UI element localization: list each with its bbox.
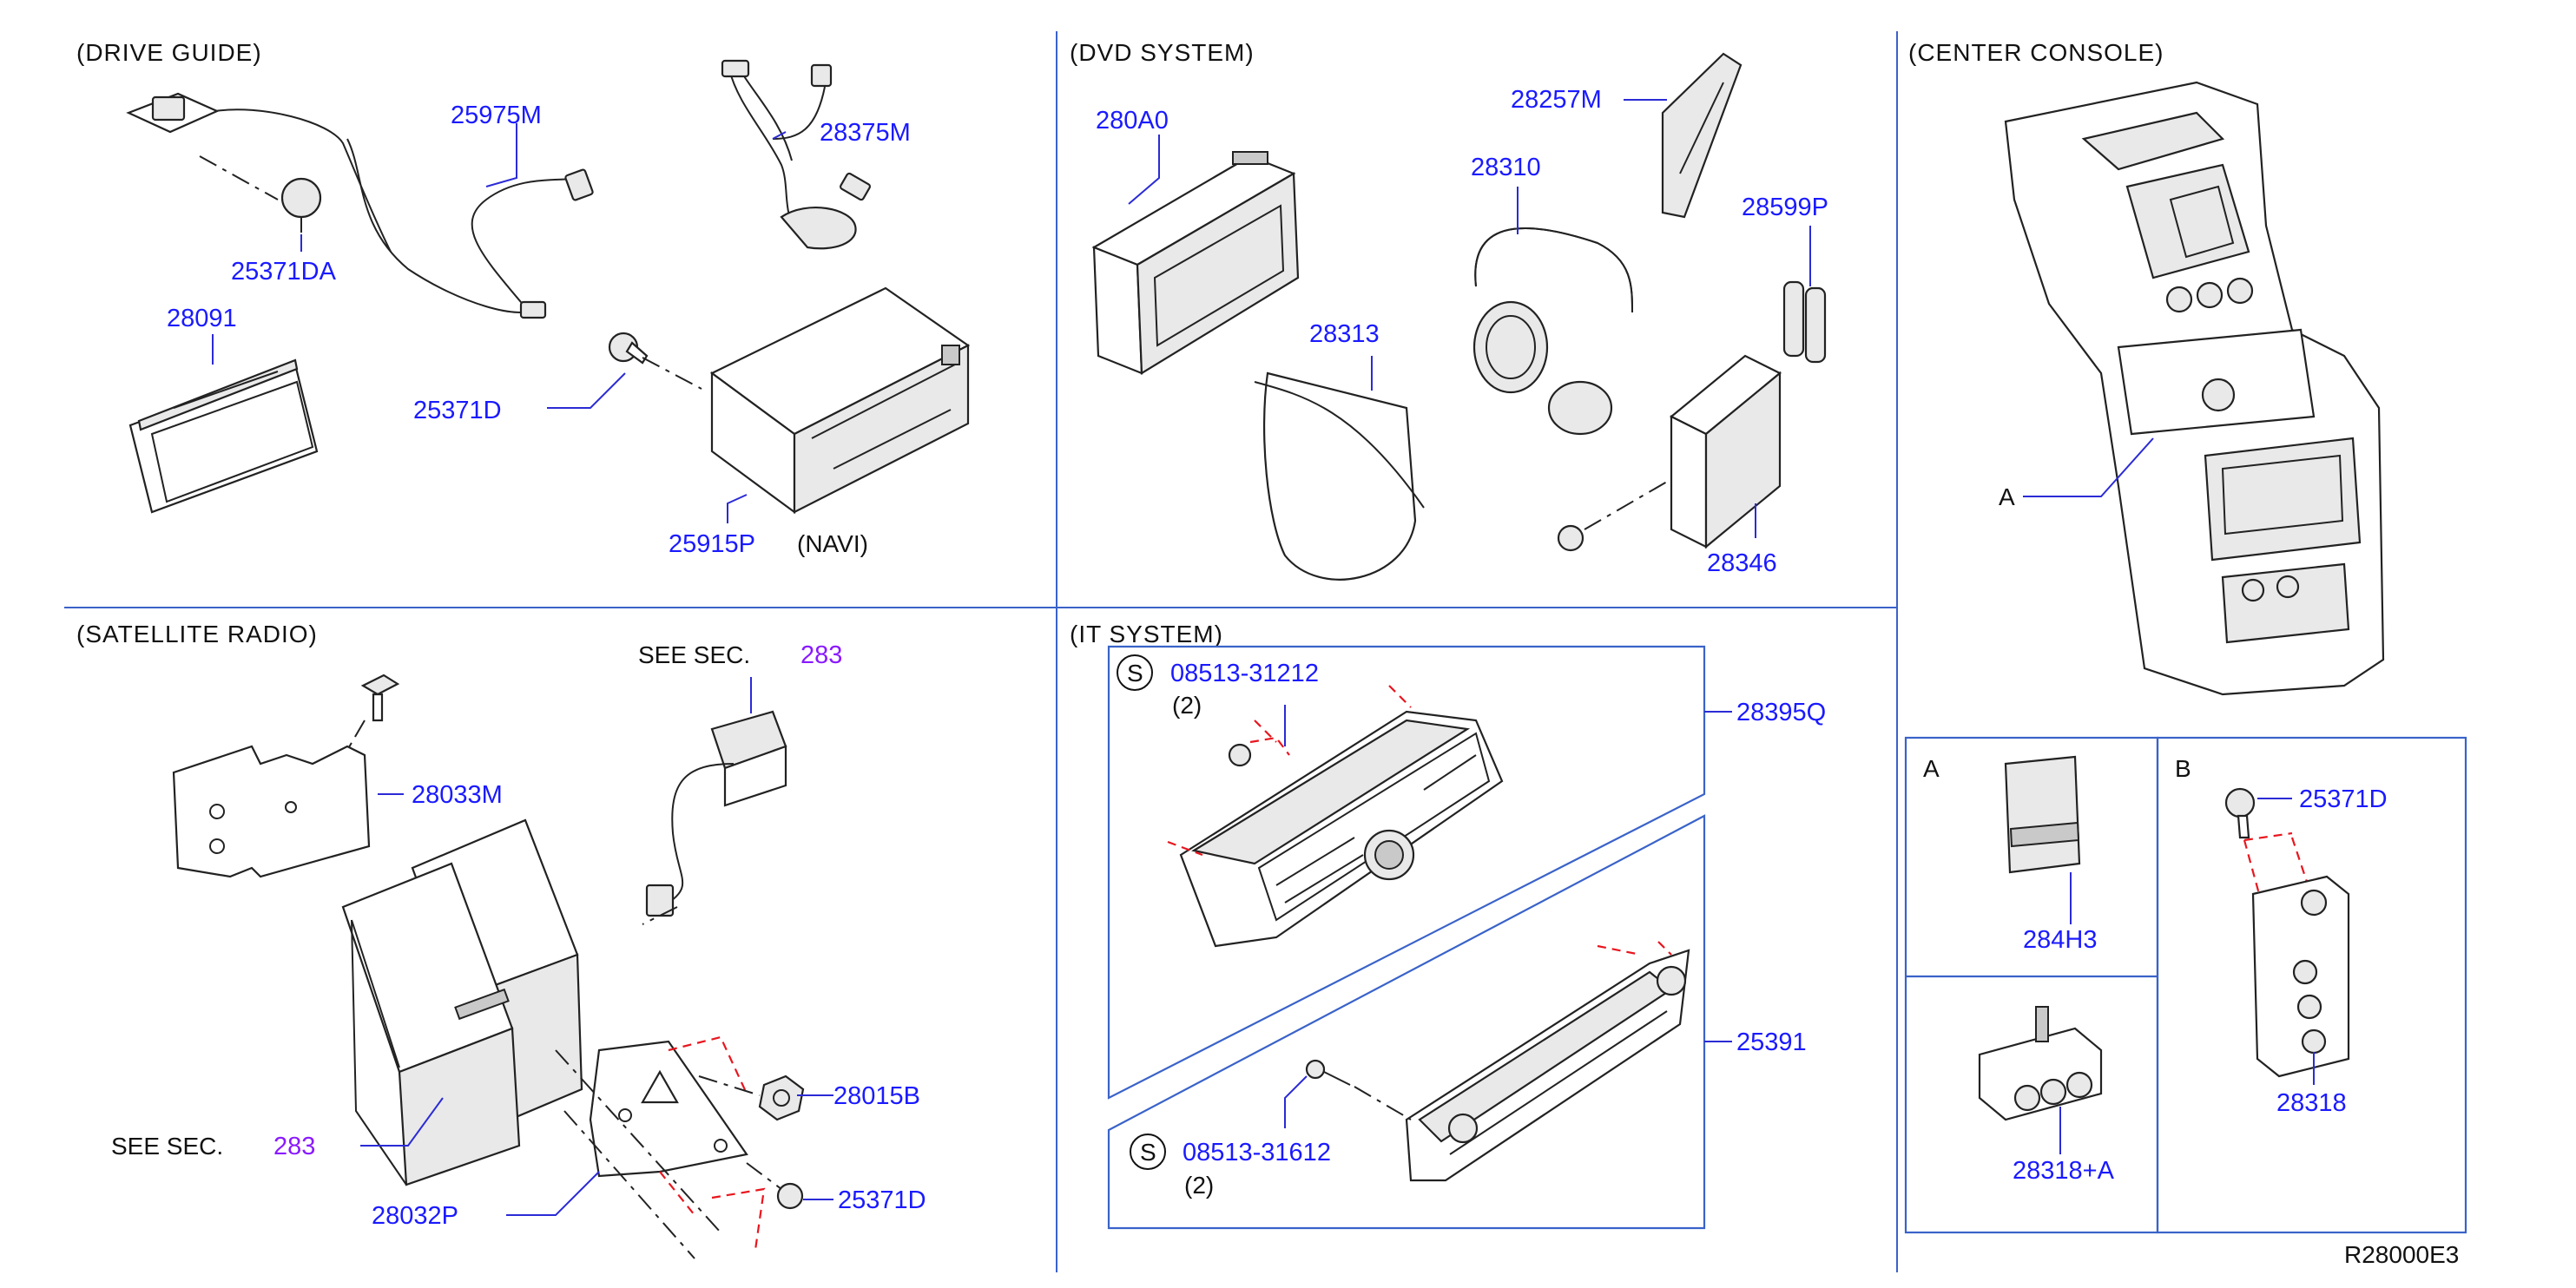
satellite-radio-leaders xyxy=(360,677,833,1216)
callout-a-console: A xyxy=(1999,483,2015,510)
leader-a-console xyxy=(2023,437,2154,497)
label-28375m: 28375M xyxy=(820,119,911,147)
label-28318-a: 28318+A xyxy=(2013,1157,2115,1185)
label-28032p: 28032P xyxy=(372,1202,458,1230)
label-28395q: 28395Q xyxy=(1736,699,1826,726)
label-28033m: 28033M xyxy=(412,781,503,809)
label-28257m: 28257M xyxy=(1511,86,1602,114)
see-sec-label-2: SEE SEC. xyxy=(111,1133,223,1160)
detail-a-label: A xyxy=(1923,755,1940,782)
label-25391: 25391 xyxy=(1736,1028,1807,1056)
drive-guide-leaders xyxy=(212,123,787,523)
center-console-parts xyxy=(2004,81,2385,696)
label-25371d-detail-b: 25371D xyxy=(2299,785,2388,813)
label-28015b: 28015B xyxy=(833,1082,920,1110)
label-08513-31212: 08513-31212 xyxy=(1170,660,1319,687)
label-284h3: 284H3 xyxy=(2023,926,2097,954)
section-title-it-system: (IT SYSTEM) xyxy=(1070,621,1223,647)
label-25371d-drive-guide: 25371D xyxy=(413,397,502,424)
it-system-parts xyxy=(1167,685,1690,1182)
label-28318: 28318 xyxy=(2276,1089,2347,1117)
sec-ref-283-1[interactable]: 283 xyxy=(800,641,842,669)
s-badge-1 xyxy=(1117,654,1153,691)
qty-08513-31612: (2) xyxy=(1184,1172,1214,1199)
diagram-code: R28000E3 xyxy=(2344,1241,2459,1268)
label-28599p: 28599P xyxy=(1742,194,1828,221)
s-badge-1-text: S xyxy=(1127,660,1143,687)
label-280a0: 280A0 xyxy=(1096,107,1169,135)
it-system-leaders xyxy=(1284,705,1732,1128)
detail-frames xyxy=(1904,736,2467,1234)
label-28313: 28313 xyxy=(1309,320,1380,348)
satellite-radio-parts xyxy=(172,674,805,1259)
section-title-center-console: (CENTER CONSOLE) xyxy=(1908,39,2164,66)
label-25975m: 25975M xyxy=(451,102,542,129)
label-25371d-satellite: 25371D xyxy=(838,1186,926,1214)
label-28346: 28346 xyxy=(1707,549,1777,577)
label-25915p: 25915P xyxy=(669,530,755,558)
label-28091: 28091 xyxy=(167,305,237,332)
dvd-system-leaders xyxy=(1128,99,1811,538)
label-08513-31612: 08513-31612 xyxy=(1183,1139,1331,1166)
s-badge-2 xyxy=(1130,1134,1166,1170)
detail-a-parts xyxy=(1978,755,2103,1121)
detail-b-leaders xyxy=(2257,798,2315,1085)
detail-b-label: B xyxy=(2175,755,2191,782)
label-28310: 28310 xyxy=(1471,154,1541,181)
section-title-drive-guide: (DRIVE GUIDE) xyxy=(76,39,262,66)
label-navi: (NAVI) xyxy=(797,530,868,557)
dvd-system-parts xyxy=(1091,52,1827,581)
see-sec-label-1: SEE SEC. xyxy=(638,641,750,668)
s-badge-2-text: S xyxy=(1140,1139,1156,1166)
qty-08513-31212: (2) xyxy=(1172,692,1202,719)
label-25371da: 25371DA xyxy=(231,258,337,286)
it-system-frames xyxy=(1107,645,1706,1230)
drive-guide-parts xyxy=(126,59,971,515)
detail-b-parts xyxy=(2224,787,2350,1078)
panel-dividers xyxy=(64,31,1898,1272)
section-title-dvd-system: (DVD SYSTEM) xyxy=(1070,39,1255,66)
detail-a-leaders xyxy=(2059,872,2072,1154)
section-title-satellite-radio: (SATELLITE RADIO) xyxy=(76,621,318,647)
sec-ref-283-2[interactable]: 283 xyxy=(273,1133,315,1160)
